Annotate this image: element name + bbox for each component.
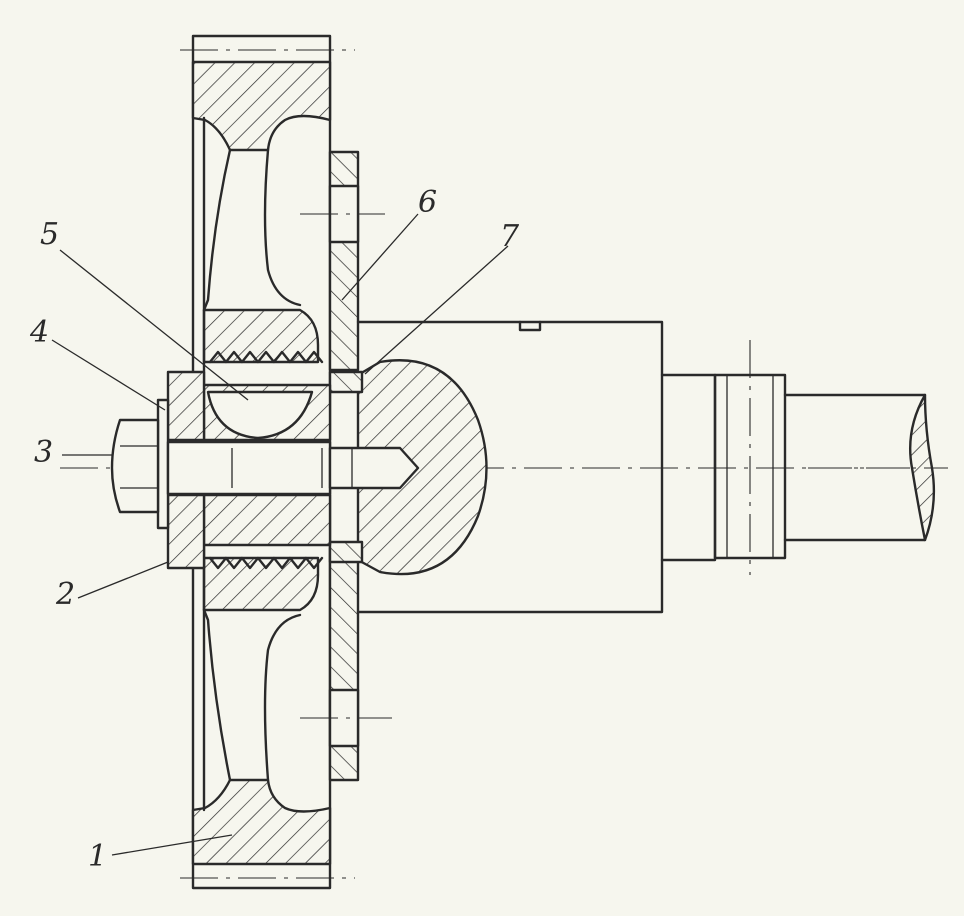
callout-1: 1 — [88, 839, 108, 874]
nut-part-5 — [202, 383, 332, 547]
pulley-part-1 — [180, 34, 355, 890]
callout-6: 6 — [418, 185, 438, 220]
bolt-part-3 — [110, 418, 420, 514]
callout-3: 3 — [34, 435, 54, 470]
sleeve-part-7 — [328, 370, 364, 564]
washer-part-2 — [166, 370, 206, 570]
callout-7: 7 — [500, 219, 520, 254]
shaft-nose — [356, 359, 488, 576]
callout-4: 4 — [30, 315, 50, 350]
shaft — [356, 320, 948, 614]
flange-plate-part-6 — [300, 150, 392, 782]
callout-2: 2 — [56, 577, 76, 612]
lock-plate-part-4 — [156, 398, 170, 530]
callout-5: 5 — [40, 217, 60, 252]
leader-lines — [51, 213, 509, 856]
